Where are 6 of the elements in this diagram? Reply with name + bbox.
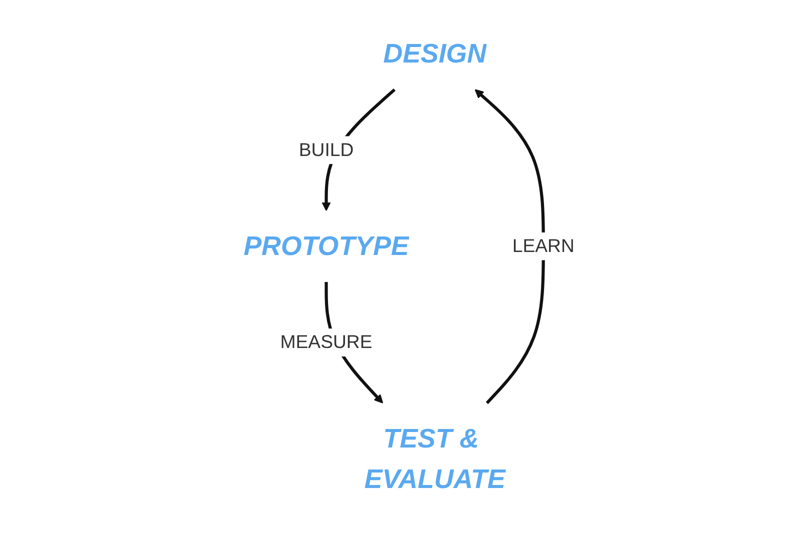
arrow — [474, 89, 545, 404]
edge-label: BUILD — [298, 139, 354, 160]
edge-label: MEASURE — [280, 332, 372, 352]
node-text: DESIGN — [383, 38, 486, 69]
edge-label: LEARN — [512, 235, 574, 256]
node-text: TEST & EVALUATE — [364, 422, 506, 494]
